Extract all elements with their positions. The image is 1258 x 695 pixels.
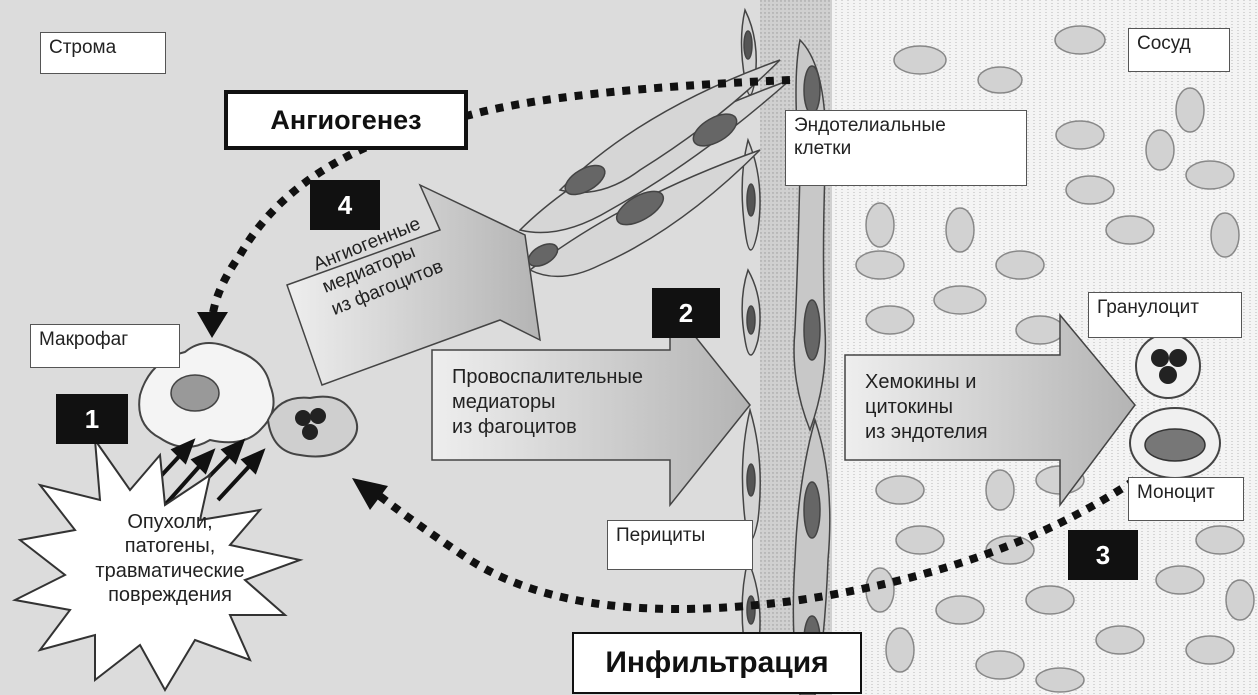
pericyte-nucleus xyxy=(747,596,755,624)
monocyte-nucleus xyxy=(1145,429,1205,461)
angiogenesis-arrowhead xyxy=(197,312,228,338)
pericytes-label: Перициты xyxy=(607,520,753,570)
step-4-marker: 4 xyxy=(310,180,380,230)
pericyte-nucleus xyxy=(747,306,755,334)
endothelial-nucleus xyxy=(804,482,820,538)
angiogenesis-title: Ангиогенез xyxy=(224,90,468,150)
infiltration-title: Инфильтрация xyxy=(572,632,862,694)
pericyte-nucleus xyxy=(747,184,755,216)
step-3-marker: 3 xyxy=(1068,530,1138,580)
pericyte-nucleus xyxy=(747,464,755,496)
step-1-marker: 1 xyxy=(56,394,128,444)
endothelial-nucleus xyxy=(804,300,820,360)
vessel-label: Сосуд xyxy=(1128,28,1230,72)
macrophage-nucleus xyxy=(171,375,219,411)
granulocyte-label: Гранулоцит xyxy=(1088,292,1242,338)
pericyte-nucleus xyxy=(744,31,752,59)
stroma-label: Строма xyxy=(40,32,166,74)
proinflammatory-mediators-text: Провоспалительные медиаторы из фагоцитов xyxy=(452,365,692,440)
endothelial-nucleus xyxy=(804,66,820,114)
monocyte-label: Моноцит xyxy=(1128,477,1244,521)
endothelial-cells-label: Эндотелиальные клетки xyxy=(785,110,1027,186)
trigger-text: Опухоли, патогены, травматические повреж… xyxy=(60,510,280,608)
macrophage-label: Макрофаг xyxy=(30,324,180,368)
chemokines-text: Хемокины и цитокины из эндотелия xyxy=(865,370,1065,445)
step-2-marker: 2 xyxy=(652,288,720,338)
